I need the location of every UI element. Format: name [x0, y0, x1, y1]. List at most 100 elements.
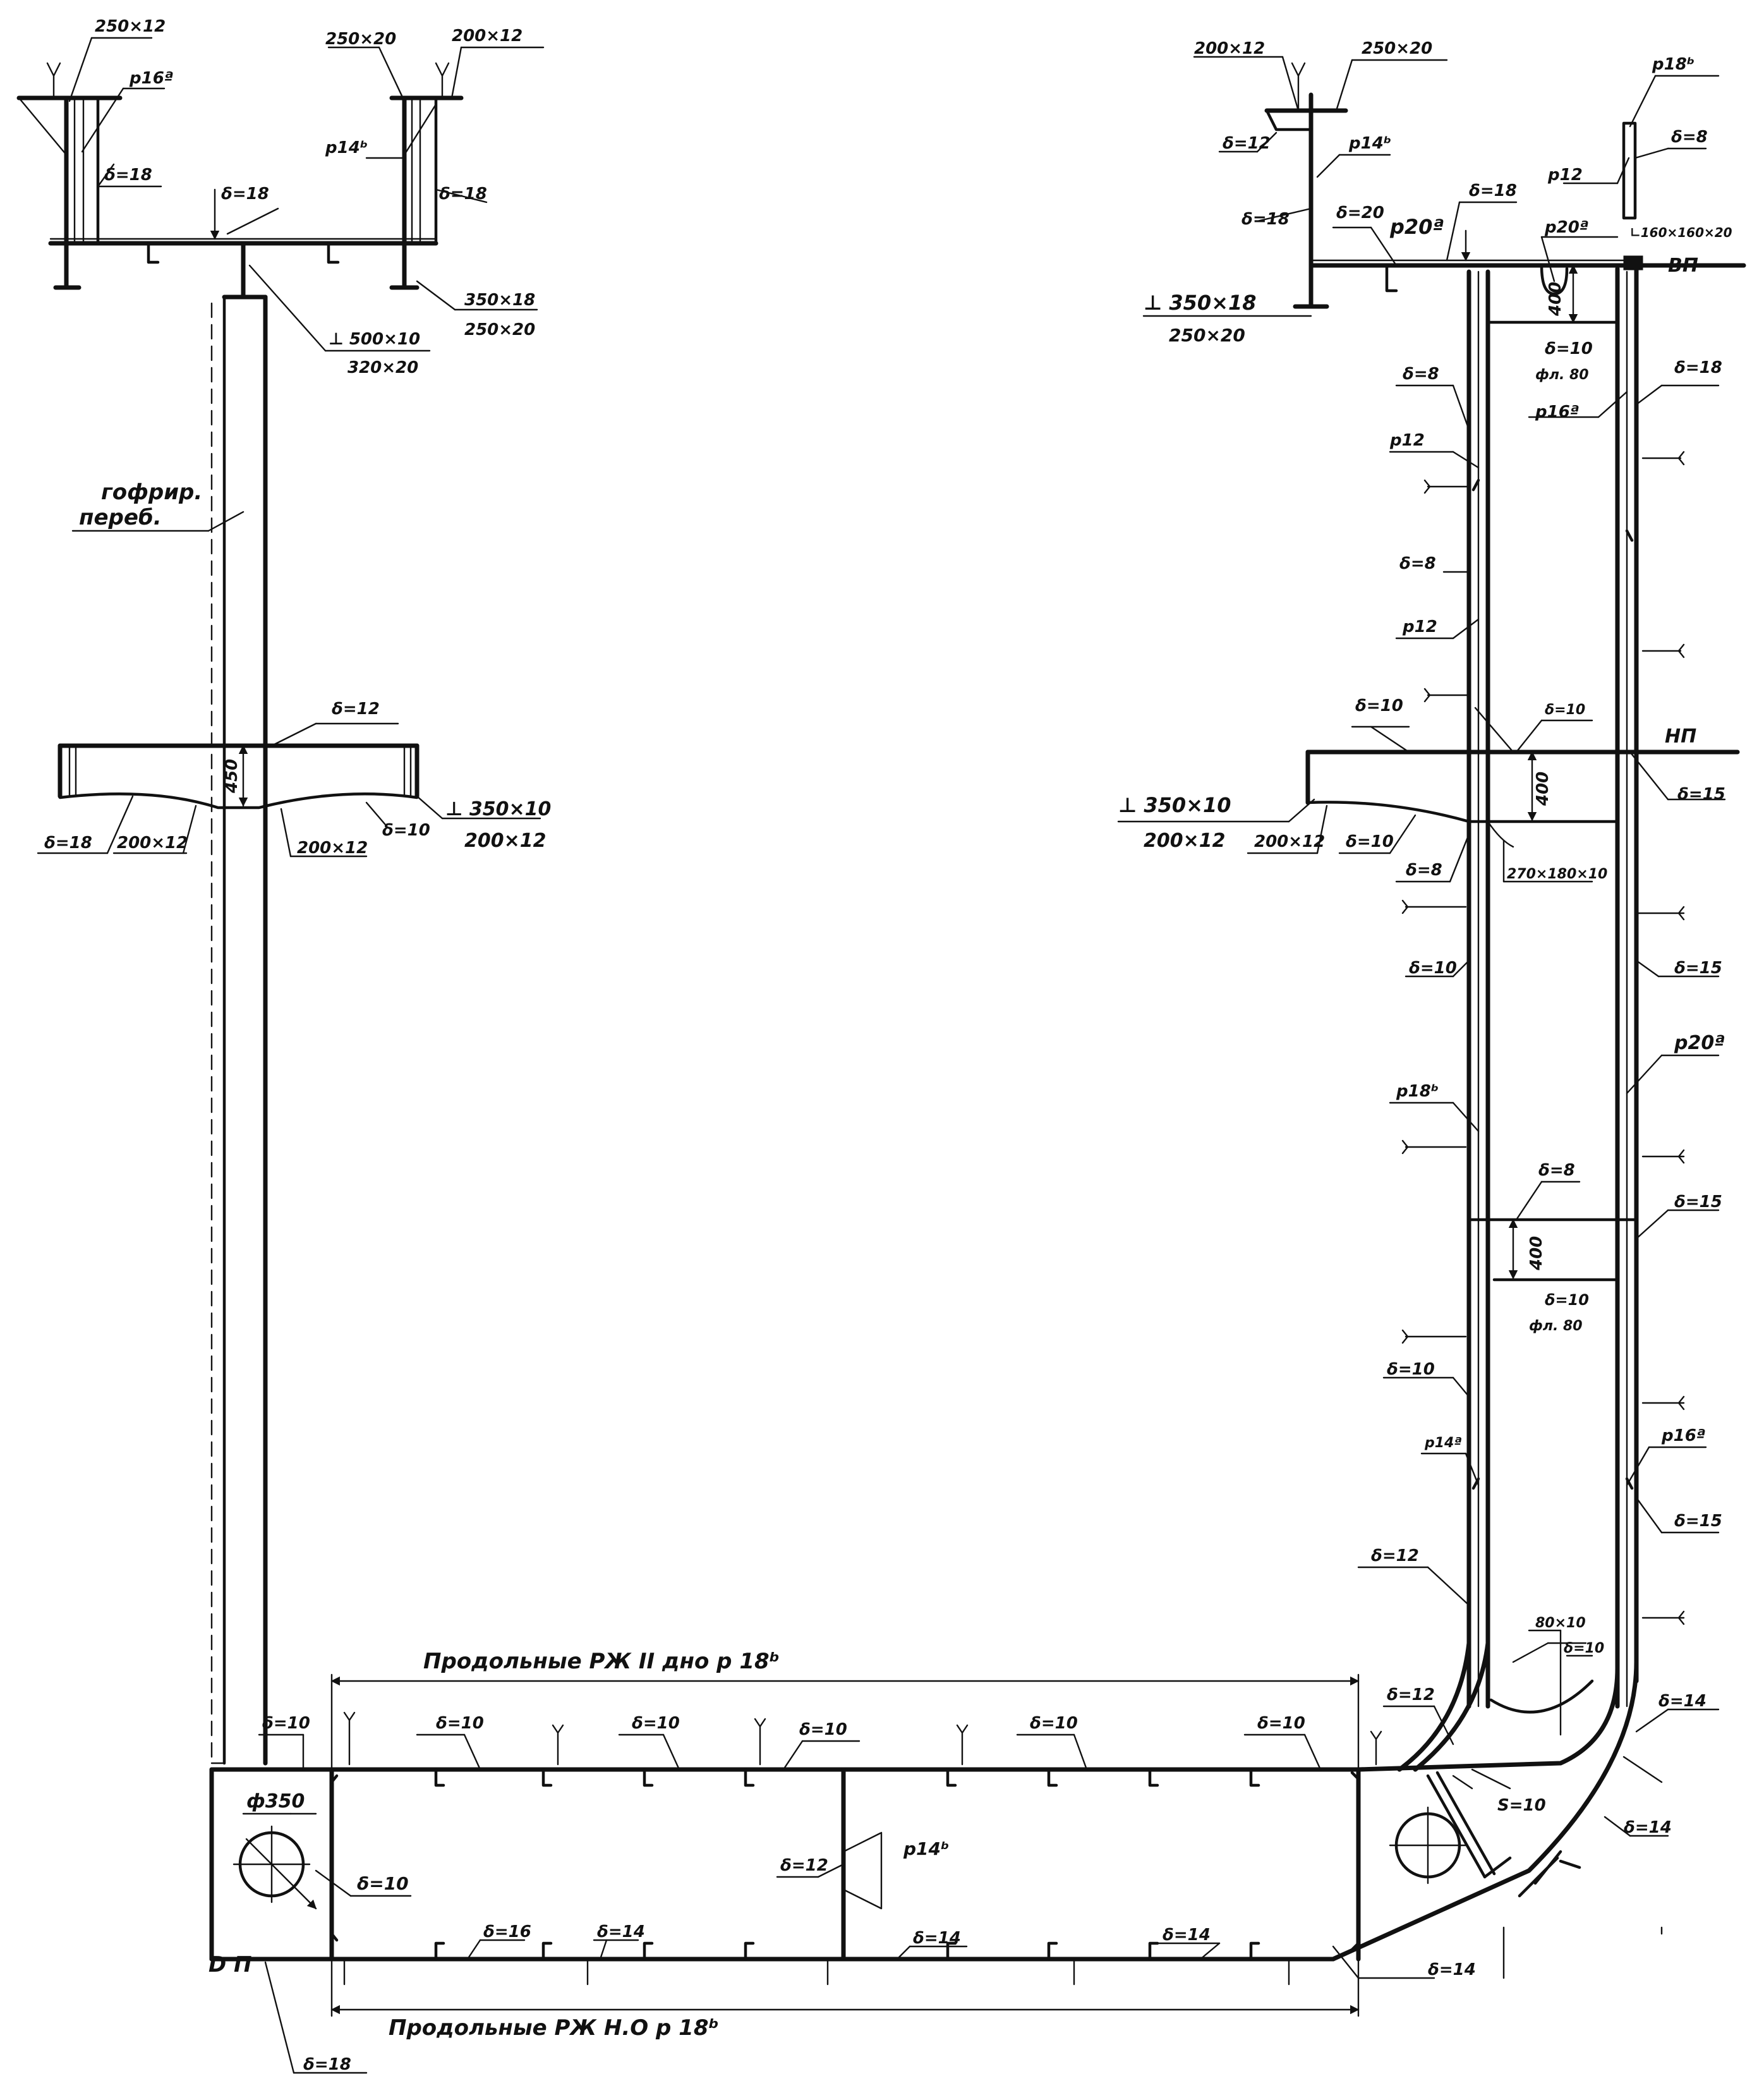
- label-p18b-right-top: р18ᵇ: [1652, 55, 1695, 74]
- right-upper-structure: [1142, 56, 1746, 1709]
- label-d12-bilge: δ=12: [1387, 1685, 1435, 1704]
- label-d10-ib-4: δ=10: [799, 1720, 847, 1739]
- label-d10-lower-c: δ=10: [1387, 1360, 1435, 1379]
- label-d18-side-right: δ=18: [1674, 358, 1722, 377]
- right-mid-transverse: [1117, 707, 1740, 921]
- label-d18-left-mid: δ=18: [44, 834, 92, 853]
- label-400-right-mid: 400: [1533, 772, 1552, 806]
- label-t500x10: ⊥ 500×10: [329, 330, 420, 349]
- bottom-longitudinals: [434, 1941, 1260, 1961]
- label-d12-lower: δ=12: [1371, 1546, 1419, 1565]
- label-d12-girder: δ=12: [780, 1856, 828, 1875]
- label-t350x10-left: ⊥ 350×10: [445, 798, 551, 820]
- label-250x20-top: 250×20: [325, 30, 396, 49]
- label-fl80-top: фл. 80: [1535, 367, 1589, 383]
- label-d18-deck: δ=18: [221, 185, 269, 203]
- label-d10-ib-1: δ=10: [262, 1714, 310, 1733]
- label-d10-ib-6: δ=10: [1257, 1714, 1305, 1733]
- label-d8-side-top: δ=8: [1403, 365, 1439, 384]
- label-200x12-right-mid-b: 200×12: [1254, 832, 1325, 851]
- left-upper-deck: [16, 37, 545, 352]
- right-lower-side: [1331, 959, 1720, 1962]
- label-d10-right-mid-a: δ=10: [1355, 696, 1403, 715]
- label-80x10: 80×10: [1535, 1615, 1586, 1631]
- label-p14b-girder: р14ᵇ: [903, 1838, 949, 1859]
- label-d10-bracket: δ=10: [1564, 1641, 1604, 1656]
- corrugated-bulkhead: [71, 294, 268, 1766]
- label-200x12-right-mid-a: 200×12: [1144, 830, 1226, 852]
- label-d18-keel: δ=18: [303, 2055, 351, 2074]
- inner-bottom-longitudinals: [434, 1768, 1260, 1787]
- label-d8-side-b: δ=8: [1399, 554, 1436, 573]
- label-d14-bottom-a: δ=14: [597, 1922, 645, 1941]
- label-d20-right: δ=20: [1336, 203, 1384, 222]
- label-270x180x10: 270×180×10: [1507, 866, 1607, 882]
- label-p12-side-b: р12: [1402, 617, 1437, 636]
- label-d10-ib-5: δ=10: [1030, 1714, 1078, 1733]
- label-d14-bilge-lower: δ=14: [1624, 1818, 1672, 1837]
- label-d12-left-mid: δ=12: [332, 700, 380, 719]
- double-bottom: [209, 1642, 1663, 2074]
- label-NP: НП: [1665, 725, 1696, 748]
- label-longitudinals-inner-bottom: Продольные РЖ II дно р 18ᵇ: [423, 1649, 780, 1674]
- label-p20a-deck: р20ª: [1389, 215, 1444, 239]
- label-p12-right-top: р12: [1547, 166, 1583, 185]
- label-fl80-lower: фл. 80: [1529, 1318, 1583, 1334]
- label-p12-side-a: р12: [1389, 431, 1425, 450]
- label-250x20-bottom: 250×20: [464, 320, 535, 339]
- label-d14-bottom-b: δ=14: [913, 1929, 961, 1948]
- label-d18-left-right: δ=18: [1241, 210, 1290, 229]
- label-DP: D П: [208, 1952, 252, 1977]
- label-200x12-top: 200×12: [452, 27, 523, 46]
- label-p16a-left: р16ª: [129, 69, 173, 88]
- label-450-left-mid: 450: [222, 759, 241, 794]
- label-320x20: 320×20: [347, 358, 418, 377]
- label-d14-bottom-c: δ=14: [1163, 1926, 1211, 1945]
- label-d15-lower-c: δ=15: [1674, 1512, 1722, 1531]
- label-p16a-lower: р16ª: [1661, 1426, 1705, 1445]
- label-p20a-lower: р20ª: [1674, 1032, 1725, 1054]
- label-angle-160: ∟160×160×20: [1630, 225, 1732, 240]
- label-250x20-right-bottom: 250×20: [1169, 325, 1245, 346]
- label-350x18: 350×18: [464, 291, 535, 310]
- label-d15-right-mid: δ=15: [1677, 785, 1725, 804]
- label-400-top: 400: [1546, 282, 1565, 317]
- label-t350x18-right: ⊥ 350×18: [1144, 291, 1257, 315]
- label-d10-right-mid-c: δ=10: [1346, 832, 1394, 851]
- label-d8-right-top: δ=8: [1671, 128, 1708, 147]
- label-d8-right-mid: δ=8: [1406, 861, 1442, 880]
- label-p14a-lower: р14ª: [1424, 1435, 1462, 1451]
- label-200x12-b: 200×12: [297, 839, 368, 858]
- label-s10-bilge: S=10: [1497, 1796, 1546, 1815]
- label-longitudinals-outer-bottom: Продольные РЖ Н.О р 18ᵇ: [389, 2015, 719, 2041]
- label-400-lower: 400: [1527, 1236, 1546, 1271]
- label-d10-ib-3: δ=10: [632, 1714, 680, 1733]
- label-d14-bottom-bilge: δ=14: [1428, 1960, 1476, 1979]
- label-d14-bilge-upper: δ=14: [1658, 1692, 1707, 1711]
- label-t350x10-right: ⊥ 350×10: [1118, 793, 1231, 817]
- label-250x12-left: 250×12: [95, 17, 166, 36]
- label-d10-lower-b: δ=10: [1545, 1291, 1589, 1309]
- label-d10-right-mid-b: δ=10: [1545, 702, 1585, 718]
- label-d12-right-top: δ=12: [1223, 134, 1271, 153]
- label-p18b-lower: р18ᵇ: [1396, 1082, 1439, 1101]
- label-corrugated-1: гофрир.: [101, 480, 202, 505]
- label-p20a-bracket: р20ª: [1544, 218, 1588, 237]
- label-d8-lower: δ=8: [1538, 1161, 1575, 1180]
- label-d18-right-coaming: δ=18: [439, 185, 487, 203]
- label-p16a-side-top: р16ª: [1535, 403, 1579, 422]
- label-d18-top-right: δ=18: [1469, 181, 1517, 200]
- label-d18-left-coaming: δ=18: [104, 166, 152, 185]
- label-d15-lower-b: δ=15: [1674, 1193, 1722, 1211]
- label-d10-left-mid: δ=10: [382, 821, 430, 840]
- label-200x12-right-left: 200×12: [464, 830, 547, 852]
- label-p14b-right-top: р14ᵇ: [1348, 134, 1391, 153]
- label-d10-lower-a: δ=10: [1409, 959, 1457, 978]
- label-200x12-right-top: 200×12: [1194, 39, 1265, 58]
- label-d10-floor: δ=10: [357, 1873, 409, 1894]
- label-d10-ib-2: δ=10: [436, 1714, 484, 1733]
- label-VP: ВП: [1668, 255, 1698, 277]
- left-mid-transverse: [37, 722, 541, 858]
- label-d10-fl-top: δ=10: [1545, 339, 1593, 358]
